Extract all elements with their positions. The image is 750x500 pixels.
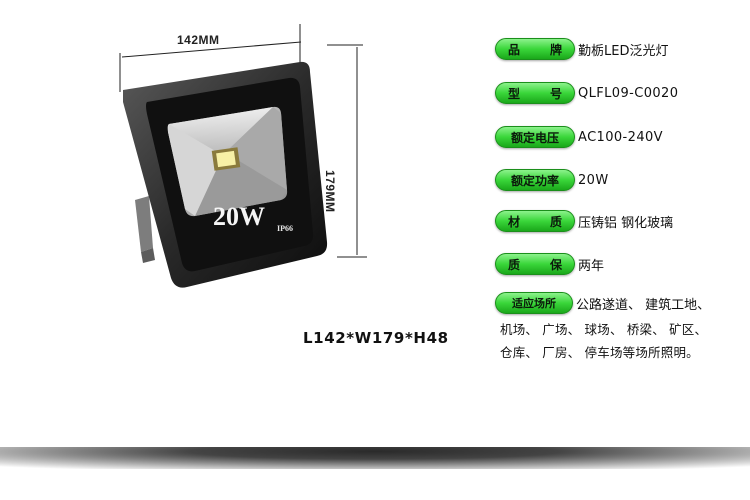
spec-usage-line1: 公路遂道、 建筑工地、 [576, 297, 711, 313]
width-dimension-line [119, 24, 302, 92]
spec-material-value: 压铸铝 钢化玻璃 [578, 215, 674, 231]
spec-usage-line3: 仓库、 厂房、 停车场等场所照明。 [500, 345, 699, 360]
spec-usage-line2: 机场、 广场、 球场、 桥梁、 矿区、 [500, 322, 708, 337]
spec-power: 额定功率 20W [495, 167, 609, 193]
ip-rating-text: IP66 [277, 224, 293, 233]
spec-warranty: 质保 两年 [495, 251, 604, 277]
height-label: 179MM [323, 170, 337, 213]
spec-usage: 适应场所 公路遂道、 建筑工地、 [495, 290, 710, 316]
width-label: 142MM [177, 33, 220, 47]
power-rating-text: 20W [213, 202, 265, 231]
mount-bracket [135, 196, 153, 252]
spec-model-value: QLFL09-C0020 [578, 85, 679, 101]
spec-voltage-value: AC100-240V [578, 129, 663, 145]
spec-warranty-value: 两年 [578, 258, 605, 274]
spec-brand-badge: 品牌 [495, 38, 575, 60]
height-dimension-line [327, 44, 367, 258]
spec-model-badge: 型号 [495, 82, 575, 104]
spec-model: 型号 QLFL09-C0020 [495, 80, 678, 106]
spec-material-badge: 材质 [495, 210, 575, 232]
spec-voltage-badge: 额定电压 [495, 126, 575, 148]
spec-brand-value: 勤栃LED泛光灯 [578, 43, 669, 59]
flood-light-image: 20W IP66 [119, 24, 367, 288]
spec-usage-badge: 适应场所 [495, 292, 573, 314]
reflector-lens [167, 106, 288, 217]
spec-power-value: 20W [578, 172, 609, 188]
spec-voltage: 额定电压 AC100-240V [495, 124, 663, 150]
spec-power-badge: 额定功率 [495, 169, 575, 191]
bottom-shadow-divider [0, 447, 750, 469]
led-chip [211, 147, 241, 171]
spec-material: 材质 压铸铝 钢化玻璃 [495, 208, 673, 234]
spec-warranty-badge: 质保 [495, 253, 575, 275]
spec-brand: 品牌 勤栃LED泛光灯 [495, 36, 668, 62]
product-illustration: 20W IP66 142MM 179MM [105, 20, 385, 320]
dimensions-caption: L142*W179*H48 [303, 329, 449, 347]
